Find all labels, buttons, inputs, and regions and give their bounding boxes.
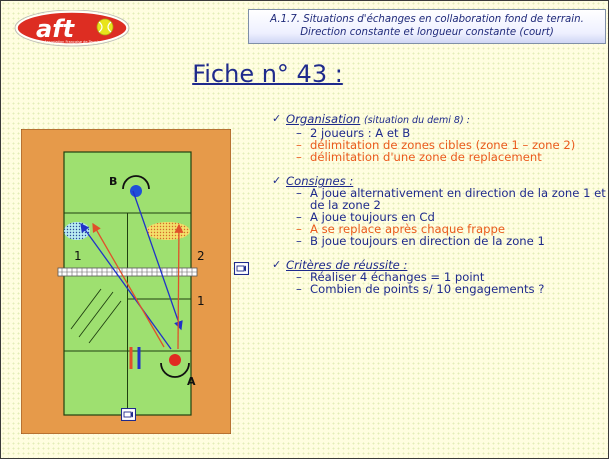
arrow-b-to-a [132, 190, 183, 331]
tennis-ball-icon [96, 18, 114, 36]
list-item-text: B joue toujours en direction de la zone … [310, 233, 545, 248]
section-consignes: ✓ Consignes : –A joue alternativement en… [272, 174, 608, 247]
sound-icon[interactable] [234, 262, 249, 275]
aft-logo: aft Association Française de Tennis [14, 10, 130, 47]
zone-label-1: 1 [74, 249, 82, 263]
list-item-text: Réaliser 4 échanges = 1 point [310, 270, 485, 285]
section-organisation: ✓ Organisation (situation du demi 8) : –… [272, 112, 608, 163]
list-item: –délimitation de zones cibles (zone 1 – … [296, 137, 576, 152]
list-item: –A joue toujours en Cd [296, 209, 435, 224]
arrow-a-return [92, 222, 165, 348]
replacement-zone [127, 298, 192, 352]
player-a: A [160, 354, 196, 388]
header-line1: A.1.7. Situations d'échanges en collabor… [270, 14, 584, 25]
logo-tagline: Association Française de Tennis [44, 40, 99, 44]
list-item: –A joue alternativement en direction de … [296, 186, 606, 213]
list-item-text: A joue alternativement en direction de l… [310, 186, 606, 213]
list-item: –B joue toujours en direction de la zone… [296, 233, 545, 248]
section-title: Consignes : [286, 174, 354, 189]
sound-icon[interactable] [121, 408, 136, 421]
list-item-text: A se replace après chaque frappe [310, 221, 505, 236]
arrow-a-to-zone2 [174, 223, 184, 350]
checkmark-icon: ✓ [272, 112, 282, 125]
header-box: A.1.7. Situations d'échanges en collabor… [248, 9, 606, 44]
section-criteres: ✓ Critères de réussite : –Réaliser 4 éch… [272, 258, 608, 296]
section-title: Critères de réussite : [286, 258, 408, 273]
player-b: B [109, 175, 150, 197]
target-zone-2 [146, 222, 190, 240]
hatched-zone [70, 288, 122, 344]
section-heading: ✓ Consignes : [272, 174, 608, 188]
list-item: –Combien de points s/ 10 engagements ? [296, 282, 545, 297]
list-item-text: délimitation d'une zone de replacement [310, 149, 542, 164]
list-item-text: délimitation de zones cibles (zone 1 – z… [310, 137, 576, 152]
zone-label-2: 2 [197, 249, 205, 263]
logo-text: aft [36, 15, 76, 43]
page-title: Fiche n° 43 : [1, 60, 608, 88]
header-line2: Direction constante et longueur constant… [300, 26, 554, 38]
list-item: –2 joueurs : A et B [296, 126, 411, 140]
page-title-text: Fiche n° 43 : [192, 60, 343, 88]
player-a-label: A [187, 375, 196, 388]
zone-label-replacement: 1 [197, 294, 205, 308]
list-item-text: A joue toujours en Cd [310, 209, 435, 224]
section-title: Organisation [286, 112, 361, 126]
section-note: (situation du demi 8) : [363, 115, 470, 126]
list-item: –Réaliser 4 échanges = 1 point [296, 270, 485, 285]
player-b-label: B [109, 175, 117, 188]
section-heading: ✓ Critères de réussite : [272, 258, 608, 272]
checkmark-icon: ✓ [272, 174, 282, 188]
section-heading: ✓ Organisation (situation du demi 8) : [272, 112, 608, 128]
content: ✓ Organisation (situation du demi 8) : –… [272, 112, 608, 296]
list-item: –délimitation d'une zone de replacement [296, 149, 542, 164]
checkmark-icon: ✓ [272, 258, 282, 272]
court-diagram: B A 1 2 1 [21, 129, 231, 434]
list-item-text: 2 joueurs : A et B [310, 126, 411, 140]
list-item-text: Combien de points s/ 10 engagements ? [310, 282, 545, 297]
arrow-a-to-zone1 [80, 222, 172, 350]
list-item: –A se replace après chaque frappe [296, 221, 505, 236]
